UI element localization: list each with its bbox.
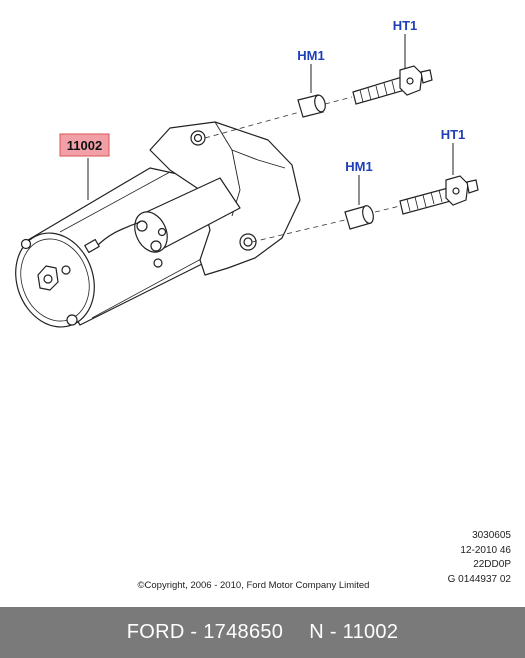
- end-cap-bolt-1: [20, 238, 32, 250]
- code-line: 22DD0P: [473, 559, 511, 570]
- body-stripe: [59, 171, 171, 233]
- code-line: G 0144937 02: [447, 573, 511, 585]
- callout-hm1-top: HM1: [297, 48, 324, 63]
- callout-leaders: [87, 34, 454, 205]
- ht1-top-bolt: [352, 65, 433, 105]
- dashed-leaders: [204, 96, 401, 243]
- wire-terminal: [84, 238, 100, 254]
- hm1-bottom-bushing: [344, 205, 374, 230]
- part-number-label: 11002: [67, 138, 102, 153]
- copyright-notice: ©Copyright, 2006 - 2010, Ford Motor Comp…: [137, 580, 370, 591]
- terminal-2: [150, 240, 162, 252]
- code-line: 3030605: [472, 530, 511, 541]
- footer-reference: N - 11002: [309, 621, 399, 643]
- field-wire: [94, 221, 141, 249]
- end-cap-bolt-3: [66, 314, 78, 326]
- hm1-top-bushing: [297, 94, 326, 118]
- starter-motor: [15, 121, 301, 328]
- terminal-4: [153, 258, 163, 268]
- drive-housing-lip: [214, 121, 286, 169]
- footer-bar: FORD - 1748650 N - 11002: [0, 607, 525, 658]
- mount-hole-top-inner: [193, 133, 203, 143]
- callout-main-part: 11002: [59, 133, 110, 157]
- terminal-3: [157, 227, 167, 237]
- body-stripe: [91, 251, 215, 319]
- center-hole: [43, 274, 53, 284]
- end-cap-bolt-2: [61, 265, 71, 275]
- callout-ht1-top: HT1: [393, 18, 418, 33]
- diagram-codes: 3030605 12-2010 46 22DD0P G 0144937 02: [448, 529, 511, 587]
- part-number-box: [59, 133, 110, 157]
- footer-brand-part: FORD - 1748650: [126, 621, 284, 643]
- callout-hm1-bottom: HM1: [345, 159, 372, 174]
- mount-hole-bottom-inner: [243, 237, 253, 247]
- terminal-1: [136, 220, 148, 232]
- ht1-bottom-bolt: [399, 175, 479, 215]
- code-line: 12-2010 46: [460, 544, 511, 556]
- callout-ht1-bottom: HT1: [441, 127, 466, 142]
- starter-motor-diagram: 11002 HM1 HT1 HM1 HT1: [15, 18, 479, 328]
